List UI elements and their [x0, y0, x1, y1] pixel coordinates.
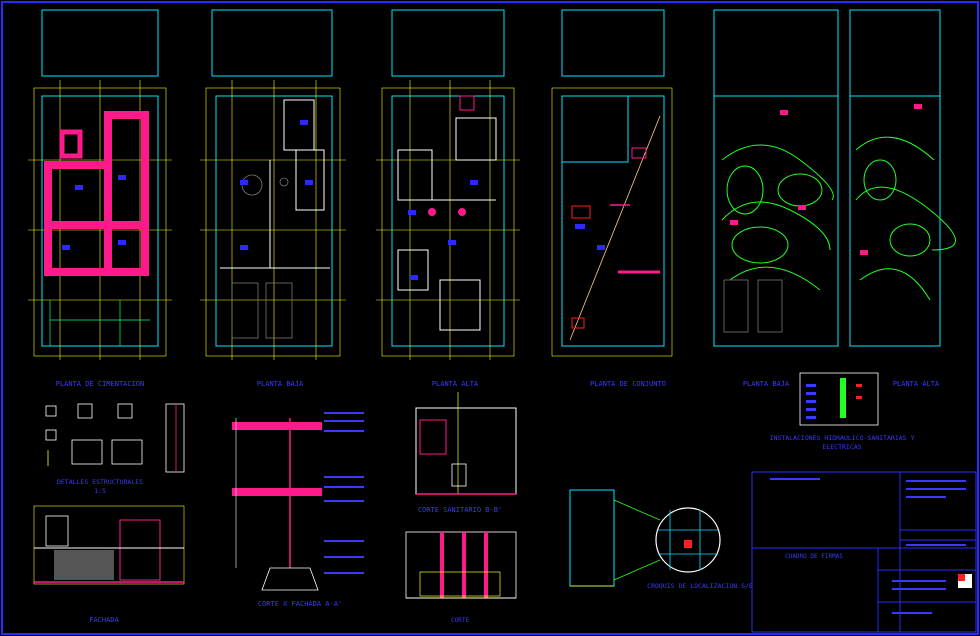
title-block — [751, 471, 977, 633]
detalles-scale: 1:5 — [94, 487, 106, 495]
plan-baja: PLANTA BAJA — [200, 9, 346, 388]
instalaciones-legend — [799, 372, 879, 426]
plan-cimentacion-label: PLANTA DE CIMENTACION — [56, 380, 145, 388]
plan-alta-label: PLANTA ALTA — [432, 380, 479, 388]
plan-conjunto-label: PLANTA DE CONJUNTO — [590, 380, 666, 388]
fachada-label: FACHADA — [89, 616, 119, 624]
plan-baja-instalaciones: PLANTA BAJA — [713, 9, 839, 388]
logo-icon — [958, 574, 972, 588]
corte — [405, 531, 517, 599]
corte-label: CORTE — [451, 617, 469, 624]
croquis-label: CROQUIS DE LOCALIZACION S/E — [647, 582, 753, 590]
croquis-localizacion — [569, 489, 721, 587]
cuadro-firmas-label: CUADRO DE FIRMAS — [785, 553, 843, 560]
detalles-label: DETALLES ESTRUCTURALES — [57, 478, 143, 486]
plan-alta-inst-label: PLANTA ALTA — [893, 380, 940, 388]
corte-sanitario — [415, 392, 517, 495]
corte-fachada-label: CORTE X FACHADA A-A' — [258, 600, 342, 608]
fachada — [33, 505, 185, 585]
plan-alta: PLANTA ALTA — [376, 9, 520, 388]
instalaciones-subtitle: ELECTRICAS — [822, 443, 861, 451]
detalles-estructurales — [45, 403, 185, 473]
title-block-lines — [770, 478, 966, 614]
plan-baja-label: PLANTA BAJA — [257, 380, 304, 388]
instalaciones-title: INSTALACIONES HIDRAULICO-SANITARIAS Y — [770, 434, 915, 442]
plan-baja-inst-label: PLANTA BAJA — [743, 380, 790, 388]
plan-conjunto: PLANTA DE CONJUNTO — [551, 9, 673, 388]
plan-alta-instalaciones: PLANTA ALTA — [849, 9, 956, 388]
corte-fachada — [232, 412, 364, 591]
corte-sanitario-label: CORTE SANITARIO B-B' — [418, 506, 502, 514]
plan-cimentacion: PLANTA DE CIMENTACION — [28, 9, 172, 388]
